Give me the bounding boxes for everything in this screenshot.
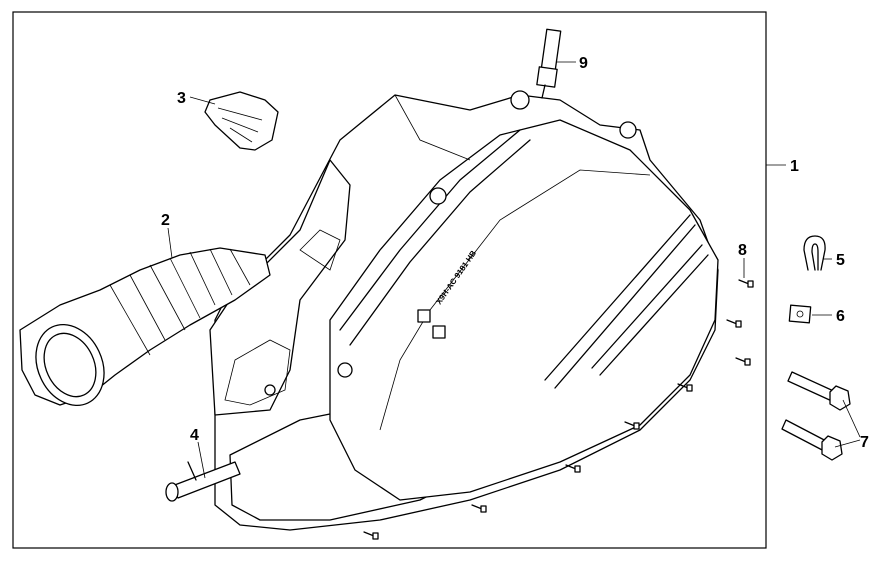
intake-duct — [19, 247, 271, 407]
callout-2: 2 — [161, 212, 170, 229]
cover-screws — [363, 279, 754, 540]
clip-nut — [788, 304, 812, 324]
leader-lines — [167, 61, 861, 479]
breather-tube — [536, 28, 562, 99]
sensor-bracket — [204, 91, 279, 151]
callout-7: 7 — [860, 434, 869, 451]
callout-6: 6 — [836, 308, 845, 325]
callout-1: 1 — [790, 158, 799, 175]
callout-8: 8 — [738, 242, 747, 259]
callout-9: 9 — [579, 55, 588, 72]
callouts: 1 2 3 4 5 6 7 8 9 — [161, 55, 869, 451]
callout-4: 4 — [190, 427, 199, 444]
hose-clip — [803, 235, 826, 271]
drain-tube — [165, 461, 241, 502]
callout-3: 3 — [177, 90, 186, 107]
callout-5: 5 — [836, 252, 845, 269]
assembly-frame — [12, 11, 767, 549]
air-box-body: X9H-AC 9181 HB — [209, 90, 719, 531]
flange-bolts — [781, 371, 851, 461]
